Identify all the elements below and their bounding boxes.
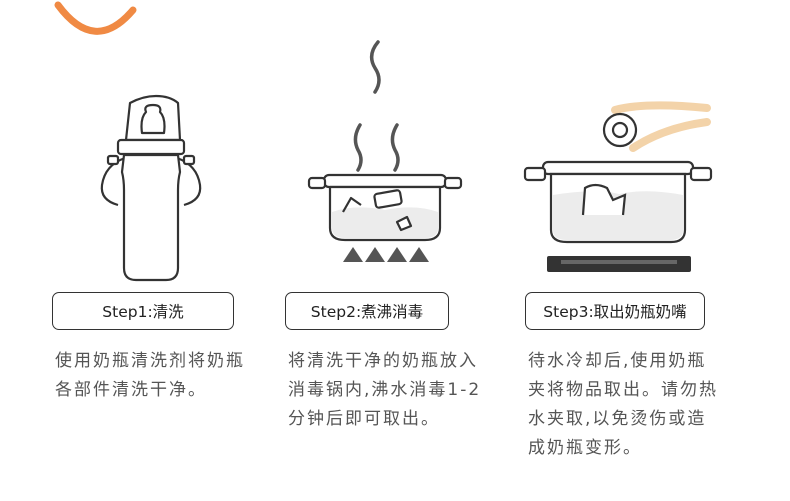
step-1-description: 使用奶瓶清洗剂将奶瓶各部件清洗干净。 xyxy=(55,351,245,400)
boiling-pot-icon xyxy=(307,40,463,262)
tongs-icon xyxy=(611,101,711,152)
decorative-arc xyxy=(54,1,137,35)
step-2-description: 将清洗干净的奶瓶放入消毒锅内,沸水消毒1-2分钟后即可取出。 xyxy=(288,351,482,429)
tongs-pot-icon xyxy=(523,101,713,272)
step-1: Step1:清洗 使用奶瓶清洗剂将奶瓶各部件清洗干净。 xyxy=(30,0,270,501)
step-3: Step3:取出奶瓶奶嘴 待水冷却后,使用奶瓶夹将物品取出。请勿热水夹取,以免烫… xyxy=(515,0,755,501)
steam-icon xyxy=(353,40,400,172)
step-1-label: Step1:清洗 xyxy=(52,292,234,330)
step-3-description: 待水冷却后,使用奶瓶夹将物品取出。请勿热水夹取,以免烫伤或造成奶瓶变形。 xyxy=(528,351,718,458)
step-3-label: Step3:取出奶瓶奶嘴 xyxy=(525,292,705,330)
baby-bottle-icon xyxy=(100,94,202,282)
step-2-label: Step2:煮沸消毒 xyxy=(285,292,449,330)
burner-icon xyxy=(343,247,429,262)
step-2: Step2:煮沸消毒 将清洗干净的奶瓶放入消毒锅内,沸水消毒1-2分钟后即可取出… xyxy=(275,0,515,501)
